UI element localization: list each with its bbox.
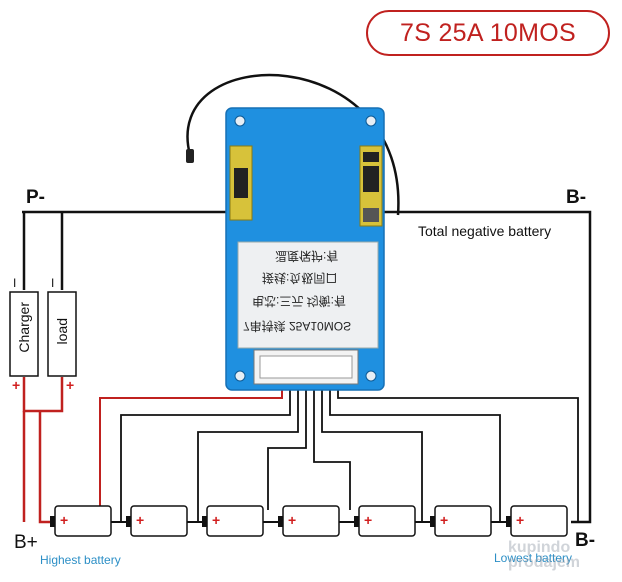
balance-wire-7 xyxy=(329,385,501,522)
lowest-battery-note: Lowest battery xyxy=(494,551,573,565)
battery-plus-mark: + xyxy=(440,512,449,528)
watermark-line-1: kupindo xyxy=(508,539,571,556)
battery-cell xyxy=(202,505,264,537)
battery-cell xyxy=(50,505,112,537)
total-negative-note: Total negative battery xyxy=(418,223,552,239)
b-minus-top-label: B- xyxy=(566,187,587,208)
balance-wire-2 xyxy=(120,385,291,522)
watermark: kupindo prodajem xyxy=(508,539,581,571)
board-label-line-1: 7串持续 25A10MOS xyxy=(243,319,352,333)
balance-wire-6 xyxy=(321,385,423,522)
thermistor-wire xyxy=(186,73,400,216)
watermark-line-2: prodajem xyxy=(508,554,581,571)
bms-board xyxy=(225,107,385,391)
thermistor-probe xyxy=(186,149,194,163)
board-label-line-2: 电芯:三元 均衡:有 xyxy=(252,294,347,308)
p-minus-label: P- xyxy=(26,187,45,208)
charger-plus-mark: + xyxy=(12,377,21,393)
charger-pos-wire xyxy=(22,377,64,413)
model-title: 7S 25A 10MOS xyxy=(366,10,610,56)
battery-cell xyxy=(126,505,188,537)
battery-cell xyxy=(430,505,492,537)
b-minus-wire xyxy=(383,210,592,524)
battery-plus-mark: + xyxy=(364,512,373,528)
battery-cell xyxy=(278,505,340,537)
balance-wire-8 xyxy=(337,385,579,522)
balance-wire-5 xyxy=(313,385,351,510)
load-box xyxy=(47,291,77,377)
battery-plus-mark: + xyxy=(516,512,525,528)
charger-label: Charger xyxy=(16,302,32,353)
balance-wires xyxy=(120,385,579,522)
b-plus-label: B+ xyxy=(14,532,38,553)
balance-wire-3 xyxy=(197,385,299,522)
balance-wire-4 xyxy=(267,385,307,510)
battery-cell xyxy=(354,505,416,537)
battery-cell xyxy=(506,505,568,537)
load-plus-mark: + xyxy=(66,377,75,393)
balance-red-wire xyxy=(99,385,283,510)
b-plus-wire xyxy=(38,411,55,524)
board-label-line-3: 接线:负极同口 xyxy=(262,271,338,285)
battery-cells xyxy=(50,505,568,537)
charger-box xyxy=(9,291,39,377)
board-label-line-4: 温度保护:有 xyxy=(275,249,339,263)
load-label: load xyxy=(54,318,70,345)
charger-minus-mark: I xyxy=(13,276,17,290)
battery-plus-mark: + xyxy=(136,512,145,528)
battery-plus-mark: + xyxy=(60,512,69,528)
load-minus-mark: I xyxy=(51,276,55,290)
battery-plus-mark: + xyxy=(212,512,221,528)
battery-plus-mark: + xyxy=(288,512,297,528)
b-minus-bottom-label: B- xyxy=(575,530,596,551)
highest-battery-note: Highest battery xyxy=(40,553,121,567)
